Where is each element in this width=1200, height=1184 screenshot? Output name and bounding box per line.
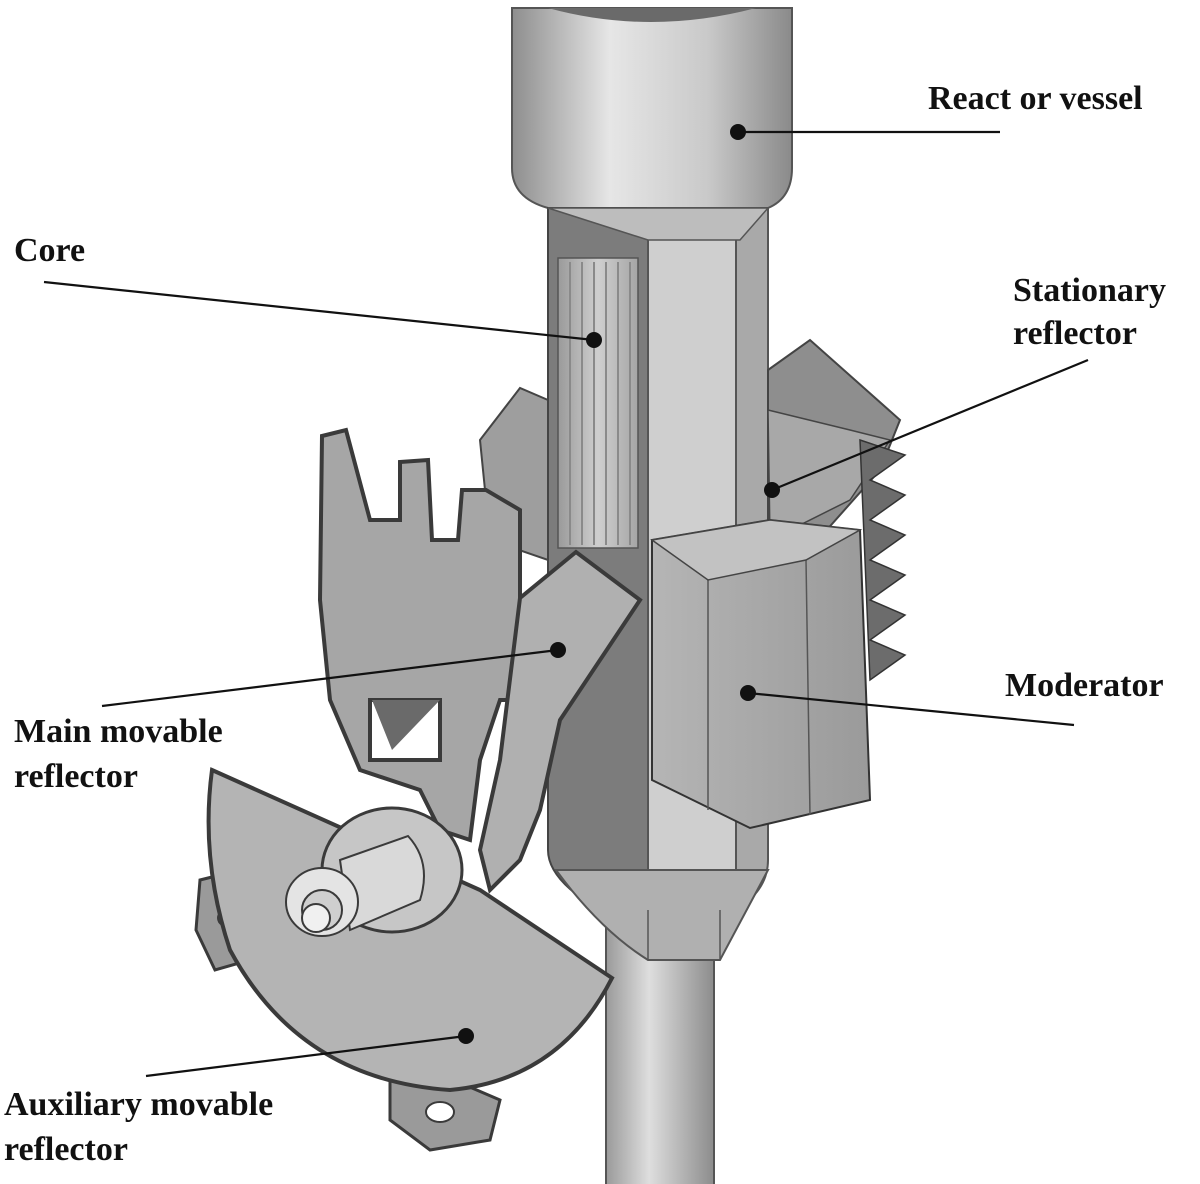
leader-moderator <box>747 691 1075 727</box>
dot-moderator <box>740 685 756 701</box>
leader-stationary-reflector <box>771 358 1089 492</box>
leader-aux-movable-reflector <box>145 1034 467 1078</box>
moderator-shape <box>650 438 907 830</box>
core-shape <box>557 257 639 549</box>
reactor-vessel-shape <box>511 7 793 209</box>
main-movable-reflector-shape <box>317 427 643 894</box>
label-reactor-vessel: React or vessel <box>928 80 1143 117</box>
label-aux-movable-reflector-line1: Auxiliary movable <box>4 1086 273 1123</box>
label-stationary-reflector-line1: Stationary <box>1013 272 1166 309</box>
label-main-movable-reflector-line1: Main movable <box>14 713 223 750</box>
dot-aux-movable-reflector <box>458 1028 474 1044</box>
dot-main-movable-reflector <box>550 642 566 658</box>
leader-core <box>43 280 595 342</box>
label-core: Core <box>14 232 85 269</box>
dot-reactor-vessel <box>730 124 746 140</box>
label-moderator: Moderator <box>1005 667 1164 704</box>
labels: React or vessel Core Stationary reflecto… <box>4 80 1166 1168</box>
leader-main-movable-reflector <box>101 648 559 708</box>
dot-stationary-reflector <box>764 482 780 498</box>
auxiliary-movable-reflector-shape <box>194 767 615 1152</box>
leader-lines <box>43 124 1089 1078</box>
label-aux-movable-reflector-line2: reflector <box>4 1131 128 1168</box>
label-main-movable-reflector-line2: reflector <box>14 758 138 795</box>
label-stationary-reflector-line2: reflector <box>1013 315 1137 352</box>
dot-core <box>586 332 602 348</box>
